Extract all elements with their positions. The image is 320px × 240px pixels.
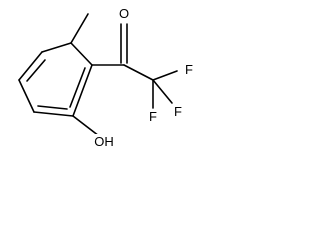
fluorine-1-label: F: [185, 62, 193, 77]
ring-double-bond-inner-1: [26, 59, 46, 82]
hydroxyl-label: OH: [94, 134, 114, 149]
benzene-ring: [18, 42, 93, 117]
hydroxyl-bond: [72, 115, 100, 137]
methyl-bond: [70, 13, 89, 44]
c-f-bond-2: [152, 79, 173, 104]
ring-bond-c3-c4: [18, 51, 43, 81]
ring-double-bond-inner-2: [37, 105, 68, 110]
ring-bond-c6-c1: [72, 64, 93, 117]
fluorine-3-label: F: [149, 109, 157, 124]
hydroxyl-halo: [91, 134, 117, 150]
ring-double-bond-inner-3: [69, 67, 86, 108]
ring-bond-c2-c3: [41, 42, 72, 53]
fluorine-3-halo: [147, 109, 159, 125]
fluorine-1-halo: [183, 62, 195, 78]
ring-bond-c4-c5: [18, 79, 35, 113]
carbonyl-oxygen-halo: [117, 6, 131, 22]
c-f-bond-1: [152, 70, 178, 81]
ring-bond-c1-c2: [70, 42, 93, 66]
chemical-structure: O F F F OH: [18, 6, 195, 150]
ring-bond-c5-c6: [33, 111, 74, 117]
fluorine-2-label: F: [174, 104, 182, 119]
fluorine-2-halo: [172, 104, 184, 120]
cf3-carbon-bond: [123, 64, 154, 81]
carbonyl-oxygen-label: O: [119, 6, 129, 21]
